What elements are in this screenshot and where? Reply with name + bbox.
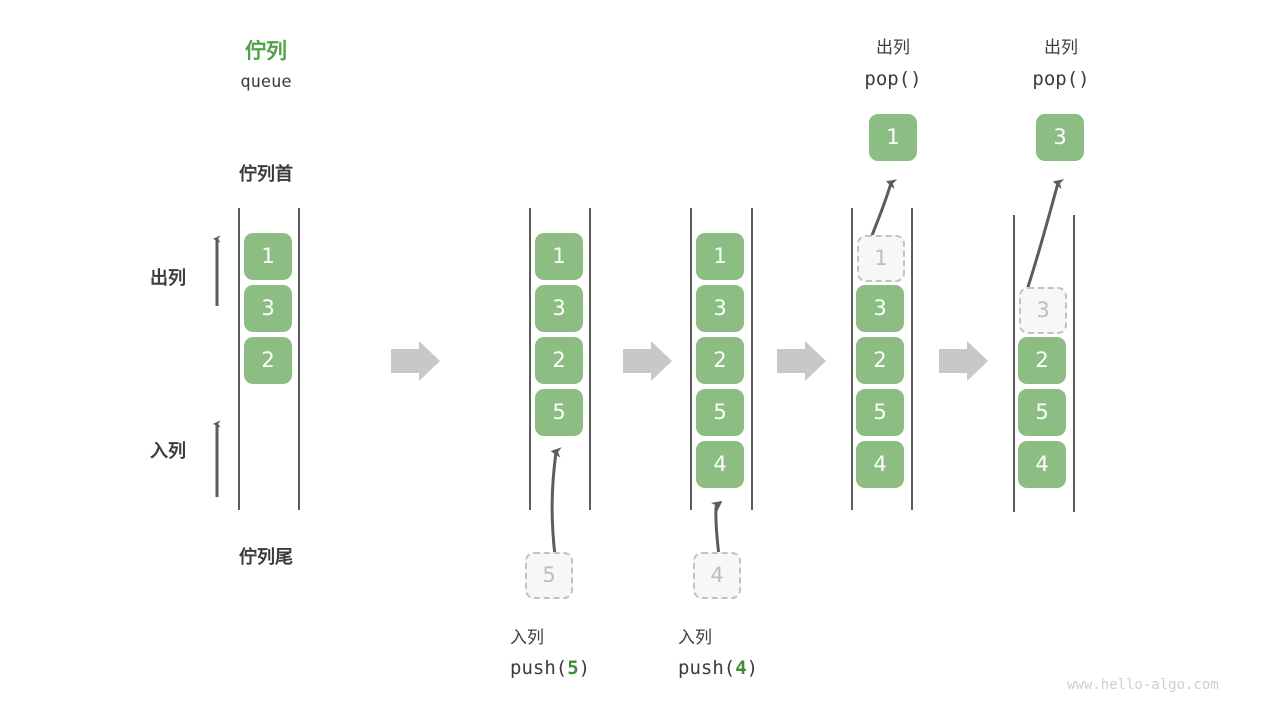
queue-cell: 5 — [696, 389, 744, 436]
step-arrow-4 — [939, 341, 988, 381]
popped-cell: 3 — [1036, 114, 1084, 161]
queue-cell: 3 — [696, 285, 744, 332]
op-label-code-push5: push(5) — [510, 657, 590, 679]
op-label-cn-pop3: 出列 — [1044, 38, 1078, 57]
queue-cell: 2 — [856, 337, 904, 384]
dequeue-side-label: 出列 — [150, 268, 186, 288]
push-4-motion-arrow — [710, 500, 723, 557]
queue-cell: 2 — [1018, 337, 1066, 384]
queue-cell: 3 — [856, 285, 904, 332]
step-arrow-1 — [391, 341, 440, 381]
queue-cell: 4 — [1018, 441, 1066, 488]
pending-push-cell: 5 — [525, 552, 573, 599]
queue-cell: 1 — [244, 233, 292, 280]
queue-rear-label: 佇列尾 — [239, 547, 293, 567]
page-title-cn: 佇列 — [245, 40, 287, 63]
op-label-code-pop1: pop() — [864, 68, 922, 90]
push-5-motion-arrow — [550, 447, 562, 557]
pending-push-cell: 4 — [693, 552, 741, 599]
queue-cell: 2 — [244, 337, 292, 384]
queue-rail-left-col2 — [529, 208, 531, 510]
enqueue-side-label: 入列 — [150, 441, 186, 461]
popped-cell: 1 — [869, 114, 917, 161]
queue-cell: 4 — [856, 441, 904, 488]
queue-rail-right-col1 — [298, 208, 300, 510]
queue-cell: 3 — [535, 285, 583, 332]
op-label-code-push4: push(4) — [678, 657, 758, 679]
queue-rail-left-col4 — [851, 208, 853, 510]
op-code-prefix: push( — [510, 657, 568, 679]
op-label-cn-push4: 入列 — [678, 628, 712, 647]
queue-front-label: 佇列首 — [239, 164, 293, 184]
queue-cell: 3 — [244, 285, 292, 332]
queue-cell: 5 — [535, 389, 583, 436]
vacated-slot-cell: 1 — [857, 235, 905, 282]
queue-rail-right-col2 — [589, 208, 591, 510]
page-title-code: queue — [240, 72, 292, 92]
watermark-text: www.hello-algo.com — [1067, 677, 1219, 693]
vacated-slot-cell: 3 — [1019, 287, 1067, 334]
op-code-arg: 5 — [567, 657, 579, 679]
pop-3-motion-arrow — [1025, 179, 1065, 291]
queue-rail-left-col3 — [690, 208, 692, 510]
queue-rail-right-col3 — [751, 208, 753, 510]
queue-cell: 1 — [535, 233, 583, 280]
queue-rail-left-col1 — [238, 208, 240, 510]
op-code-suffix: ) — [578, 657, 591, 679]
queue-cell: 4 — [696, 441, 744, 488]
pop-1-motion-arrow — [867, 179, 898, 244]
queue-rail-left-col5 — [1013, 215, 1015, 512]
step-arrow-3 — [777, 341, 826, 381]
queue-rail-right-col5 — [1073, 215, 1075, 512]
op-code-suffix: ) — [746, 657, 759, 679]
op-label-cn-push5: 入列 — [510, 628, 544, 647]
op-label-cn-pop1: 出列 — [876, 38, 910, 57]
queue-rail-right-col4 — [911, 208, 913, 510]
queue-cell: 5 — [1018, 389, 1066, 436]
queue-cell: 1 — [696, 233, 744, 280]
queue-cell: 2 — [696, 337, 744, 384]
op-code-prefix: push( — [678, 657, 736, 679]
queue-cell: 5 — [856, 389, 904, 436]
queue-cell: 2 — [535, 337, 583, 384]
step-arrow-2 — [623, 341, 672, 381]
op-label-code-pop3: pop() — [1032, 68, 1090, 90]
op-code-arg: 4 — [735, 657, 747, 679]
